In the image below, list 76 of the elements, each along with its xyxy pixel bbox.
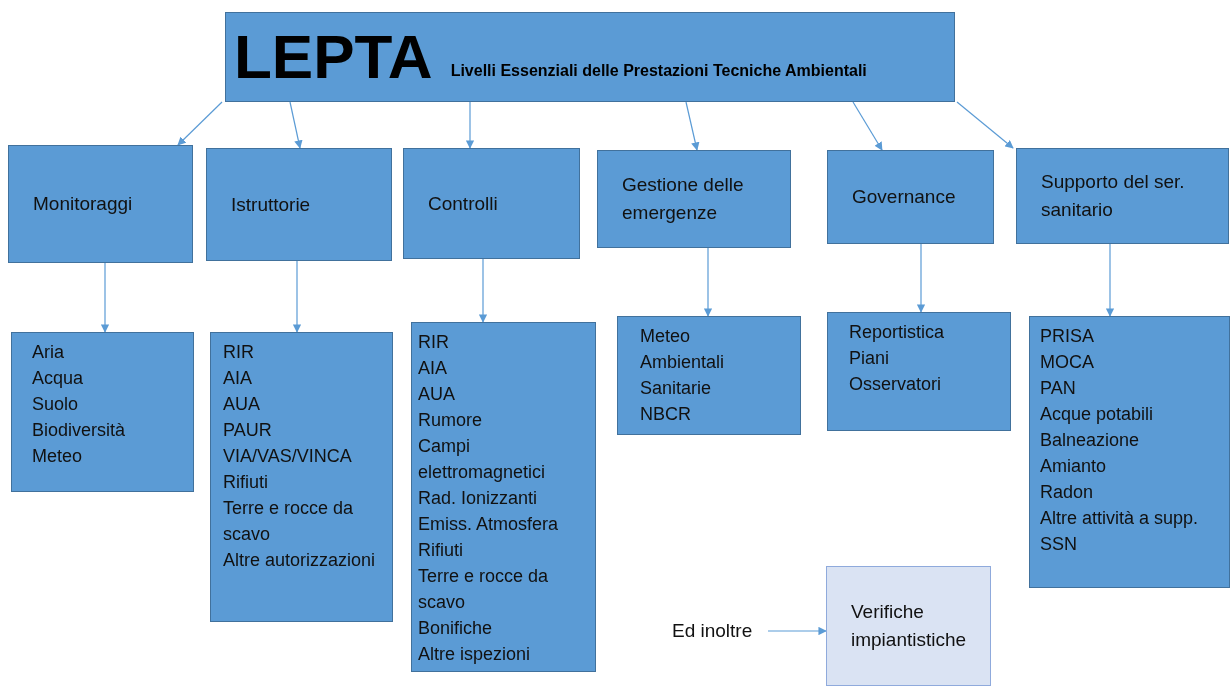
arrow xyxy=(703,247,713,317)
arrow xyxy=(478,258,488,323)
box-label: Controlli xyxy=(428,191,499,216)
note-text: Ed inoltre xyxy=(672,619,754,643)
list-box xyxy=(617,316,801,435)
arrow xyxy=(685,101,700,151)
list-item: Suolo xyxy=(31,393,80,416)
list-item: Acqua xyxy=(31,367,85,390)
title-box xyxy=(225,12,955,102)
list-item: PRISA xyxy=(1039,325,1096,348)
category-box xyxy=(8,145,193,263)
list-item: Piani xyxy=(848,347,891,370)
list-item: Emiss. Atmosfera xyxy=(418,513,560,536)
list-item: Aria xyxy=(31,341,65,364)
box-label: Istruttorie xyxy=(231,192,312,217)
arrow xyxy=(289,101,303,149)
category-box xyxy=(827,150,994,244)
list-item: Sanitarie xyxy=(639,377,713,400)
list-item: PAN xyxy=(1039,377,1077,400)
list-item: AUA xyxy=(222,393,261,416)
arrow xyxy=(956,101,1014,149)
arrow xyxy=(292,260,302,333)
list-item: MOCA xyxy=(1039,351,1095,374)
list-item: Altre ispezioni xyxy=(418,643,532,666)
list-item: Ambientali xyxy=(639,351,726,374)
title-text: LEPTA xyxy=(234,26,433,88)
arrow xyxy=(1105,243,1115,317)
list-item: Bonifiche xyxy=(418,617,494,640)
arrow xyxy=(767,626,827,636)
list-box xyxy=(411,322,596,672)
list-box xyxy=(827,312,1011,431)
list-item: NBCR xyxy=(639,403,692,426)
list-item: Rifiuti xyxy=(418,539,464,562)
arrow xyxy=(177,101,223,146)
list-box xyxy=(11,332,194,492)
box-label: Governance xyxy=(852,185,957,209)
list-item: Osservatori xyxy=(848,373,943,396)
list-item: Terre e rocce da scavo xyxy=(418,565,550,614)
list-item: Altre attività a supp. SSN xyxy=(1039,507,1200,556)
list-item: AIA xyxy=(222,367,253,390)
list-item: Altre autorizzazioni xyxy=(222,549,377,572)
list-item: Campi elettromagnetici xyxy=(418,435,547,484)
box-label: Monitoraggi xyxy=(33,192,134,216)
category-box xyxy=(403,148,580,259)
arrow xyxy=(100,262,110,333)
list-item: Rifiuti xyxy=(222,471,269,494)
arrow xyxy=(852,101,883,151)
category-box xyxy=(597,150,791,248)
list-item: Rad. Ionizzanti xyxy=(418,487,539,510)
list-item: AUA xyxy=(418,383,456,406)
list-item: Meteo xyxy=(31,445,84,468)
list-item: Rumore xyxy=(418,409,484,432)
arrow xyxy=(465,101,475,149)
list-item: Reportistica xyxy=(848,321,946,344)
list-item: Acque potabili xyxy=(1039,403,1155,426)
list-item: Balneazione xyxy=(1039,429,1141,452)
list-item: RIR xyxy=(222,341,255,364)
highlight-box xyxy=(826,566,991,686)
list-box xyxy=(1029,316,1230,588)
list-item: AIA xyxy=(418,357,448,380)
box-label: Gestione delle emergenze xyxy=(622,173,745,225)
category-box xyxy=(206,148,392,261)
list-item: VIA/VAS/VINCA xyxy=(222,445,353,468)
list-item: Amianto xyxy=(1039,455,1108,478)
list-item: Radon xyxy=(1039,481,1095,504)
box-label: Supporto del ser. sanitario xyxy=(1041,170,1186,222)
list-item: PAUR xyxy=(222,419,273,442)
box-label: Verifiche impiantistiche xyxy=(851,600,968,652)
list-item: Meteo xyxy=(639,325,692,348)
list-item: Terre e rocce da scavo xyxy=(222,497,355,546)
list-box xyxy=(210,332,393,622)
list-item: Biodiversità xyxy=(31,419,127,442)
arrow xyxy=(916,243,926,313)
list-item: RIR xyxy=(418,331,450,354)
category-box xyxy=(1016,148,1229,244)
subtitle-text: Livelli Essenziali delle Prestazioni Tecniche Ambientali xyxy=(450,62,867,81)
